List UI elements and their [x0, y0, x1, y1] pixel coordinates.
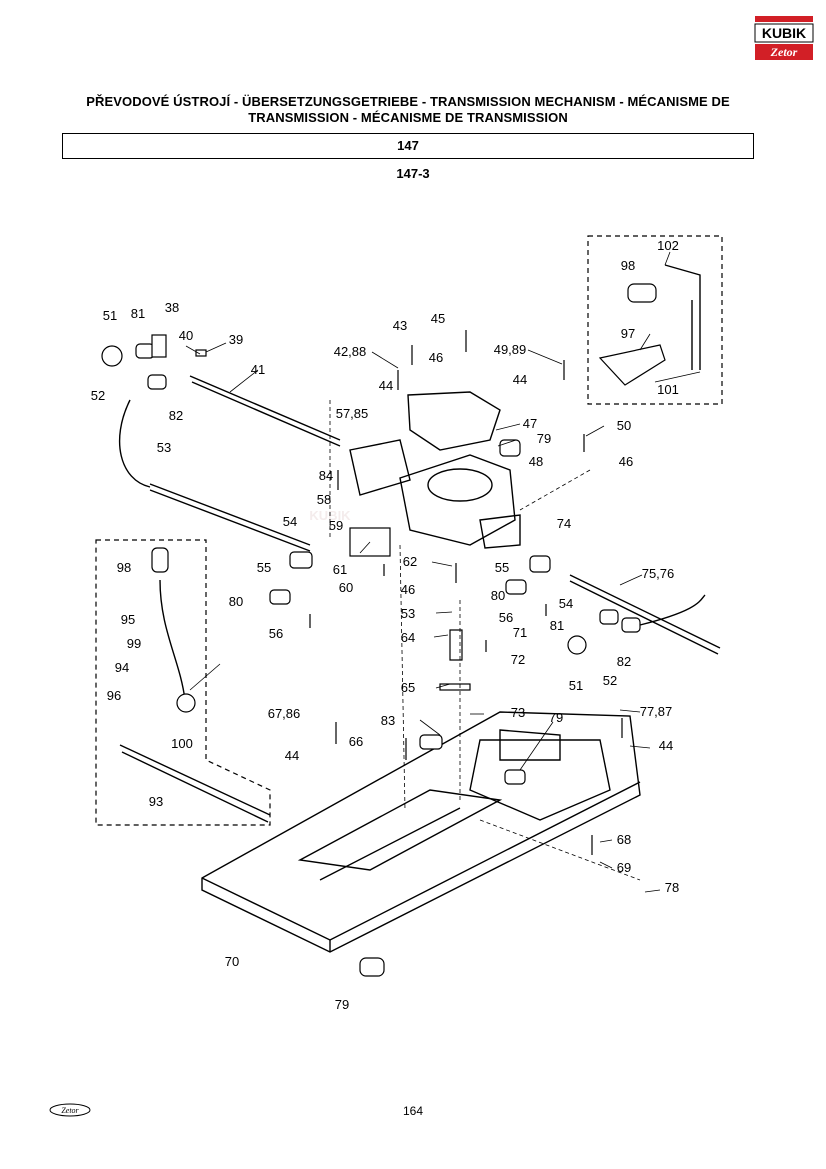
- callout-label: 44: [513, 372, 527, 387]
- callout-label: 53: [157, 440, 171, 455]
- callout-label: 79: [549, 710, 563, 725]
- callout-label: 72: [511, 652, 525, 667]
- callout-label: 78: [665, 880, 679, 895]
- callout-label: 65: [401, 680, 415, 695]
- callout-label: 80: [229, 594, 243, 609]
- callout-label: 62: [403, 554, 417, 569]
- callout-label: 80: [491, 588, 505, 603]
- callout-label: 46: [619, 454, 633, 469]
- callout-label: 69: [617, 860, 631, 875]
- callout-label: 41: [251, 362, 265, 377]
- callout-label: 51: [569, 678, 583, 693]
- callout-label: 97: [621, 326, 635, 341]
- callout-label: 99: [127, 636, 141, 651]
- figure-code: 147-3: [396, 166, 430, 181]
- page-number: 164: [402, 1104, 424, 1118]
- callout-label: 83: [381, 713, 395, 728]
- inset-box-top-right: [587, 235, 723, 405]
- leader-lines: [185, 251, 701, 893]
- callout-label: 71: [513, 625, 527, 640]
- callout-label: 82: [169, 408, 183, 423]
- callout-label: 45: [431, 311, 445, 326]
- callout-label: 55: [495, 560, 509, 575]
- callout-label: 52: [91, 388, 105, 403]
- kubik-zetor-logo: KUBIK Zetor: [754, 16, 814, 60]
- callout-label: 102: [657, 238, 679, 253]
- callout-label: 74: [557, 516, 571, 531]
- callout-label: 55: [257, 560, 271, 575]
- callout-label: 48: [529, 454, 543, 469]
- callout-label: 93: [149, 794, 163, 809]
- callout-label: 50: [617, 418, 631, 433]
- bolts: [309, 330, 623, 855]
- callout-label: 53: [401, 606, 415, 621]
- callout-label: 44: [379, 378, 393, 393]
- callout-label: 54: [283, 514, 297, 529]
- callout-label: 67,86: [268, 706, 301, 721]
- callout-label: 95: [121, 612, 135, 627]
- callout-label: 100: [171, 736, 193, 751]
- footer-zetor-logo: Zetor: [49, 1103, 91, 1117]
- callout-label: 51: [103, 308, 117, 323]
- callout-label: 42,88: [334, 344, 367, 359]
- callout-label: 56: [499, 610, 513, 625]
- callout-label: 38: [165, 300, 179, 315]
- callout-label: 47: [523, 416, 537, 431]
- inset-box-left: [95, 539, 271, 826]
- callout-label: 66: [349, 734, 363, 749]
- callout-label: 77,87: [640, 704, 673, 719]
- page-title: PŘEVODOVÉ ÚSTROJÍ - ÜBERSETZUNGSGETRIEBE…: [86, 94, 730, 125]
- callout-label: 101: [657, 382, 679, 397]
- callout-label: 39: [229, 332, 243, 347]
- callout-label: 54: [559, 596, 573, 611]
- callout-label: 59: [329, 518, 343, 533]
- callout-label: 40: [179, 328, 193, 343]
- callout-label: 98: [621, 258, 635, 273]
- shift-rods: [118, 264, 721, 823]
- callout-label: 60: [339, 580, 353, 595]
- gearbox-housing: [349, 391, 521, 549]
- callout-label: 81: [550, 618, 564, 633]
- callout-label: 64: [401, 630, 415, 645]
- callout-label: 68: [617, 832, 631, 847]
- callout-label: 46: [429, 350, 443, 365]
- callout-label: 73: [511, 705, 525, 720]
- callout-label: 96: [107, 688, 121, 703]
- svg-text:KUBIK: KUBIK: [762, 25, 806, 41]
- base-plate: [201, 711, 641, 953]
- callout-label: 84: [319, 468, 333, 483]
- callout-label: 82: [617, 654, 631, 669]
- callout-label: 49,89: [494, 342, 527, 357]
- callout-label: 98: [117, 560, 131, 575]
- callout-label: 75,76: [642, 566, 675, 581]
- svg-text:Zetor: Zetor: [770, 45, 798, 59]
- callout-label: 61: [333, 562, 347, 577]
- callout-label: 58: [317, 492, 331, 507]
- callout-label: 44: [659, 738, 673, 753]
- callout-label: 46: [401, 582, 415, 597]
- callout-label: 56: [269, 626, 283, 641]
- footer-logo-text: Zetor: [61, 1106, 79, 1115]
- callout-label: 79: [537, 431, 551, 446]
- callout-label: 94: [115, 660, 129, 675]
- callout-label: 79: [335, 997, 349, 1012]
- callout-label: 44: [285, 748, 299, 763]
- callout-label: 57,85: [336, 406, 369, 421]
- group-code-box: 147: [62, 133, 754, 159]
- callout-label: 81: [131, 306, 145, 321]
- callout-label: 43: [393, 318, 407, 333]
- callout-label: 52: [603, 673, 617, 688]
- callout-label: 70: [225, 954, 239, 969]
